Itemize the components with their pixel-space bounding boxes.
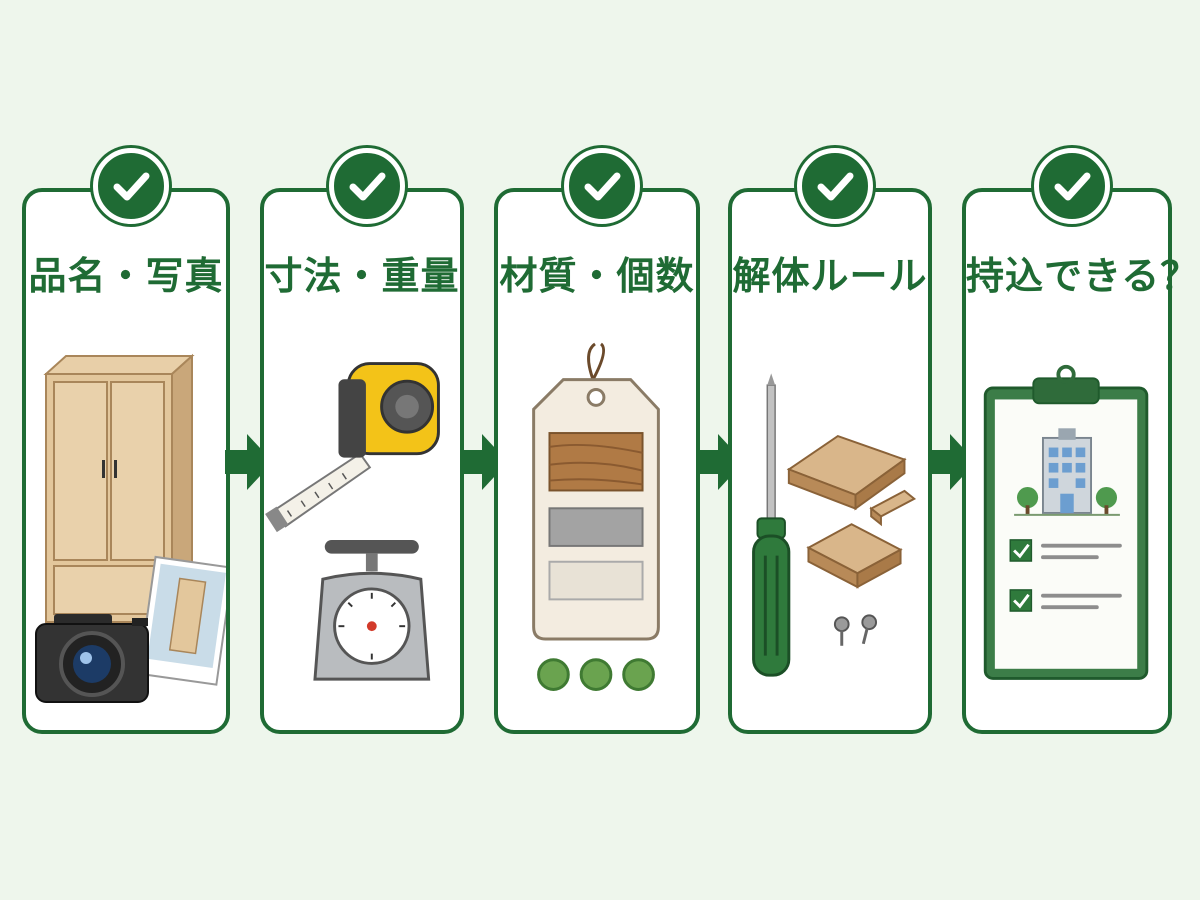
step-title: 解体ルール [732, 254, 928, 298]
check-badge-icon [797, 148, 873, 224]
wardrobe-camera-photo-icon [26, 342, 234, 732]
check-badge-icon [564, 148, 640, 224]
step-card-3: 材質・個数 [494, 148, 700, 734]
clipboard-checklist-icon [966, 342, 1168, 732]
step-title: 寸法・重量 [264, 254, 460, 298]
arrow-right-icon [225, 434, 273, 490]
step-title: 品名・写真 [28, 254, 224, 298]
check-badge-icon [93, 148, 169, 224]
step-card-2: 寸法・重量 [260, 148, 464, 734]
material-tag-icon [498, 342, 696, 732]
step-card-1: 品名・写真 [22, 148, 234, 734]
step-card-5: 持込できる？ [962, 148, 1200, 734]
check-badge-icon [1034, 148, 1110, 224]
arrow-right-icon [928, 434, 976, 490]
arrow-right-icon [696, 434, 744, 490]
arrow-right-icon [460, 434, 508, 490]
check-badge-icon [329, 148, 405, 224]
step-card-4: 解体ルール [728, 148, 932, 734]
screwdriver-boards-icon [732, 342, 928, 732]
step-title: 材質・個数 [499, 254, 695, 298]
tape-measure-scale-icon [264, 342, 460, 732]
step-title: 持込できる？ [966, 254, 1200, 298]
